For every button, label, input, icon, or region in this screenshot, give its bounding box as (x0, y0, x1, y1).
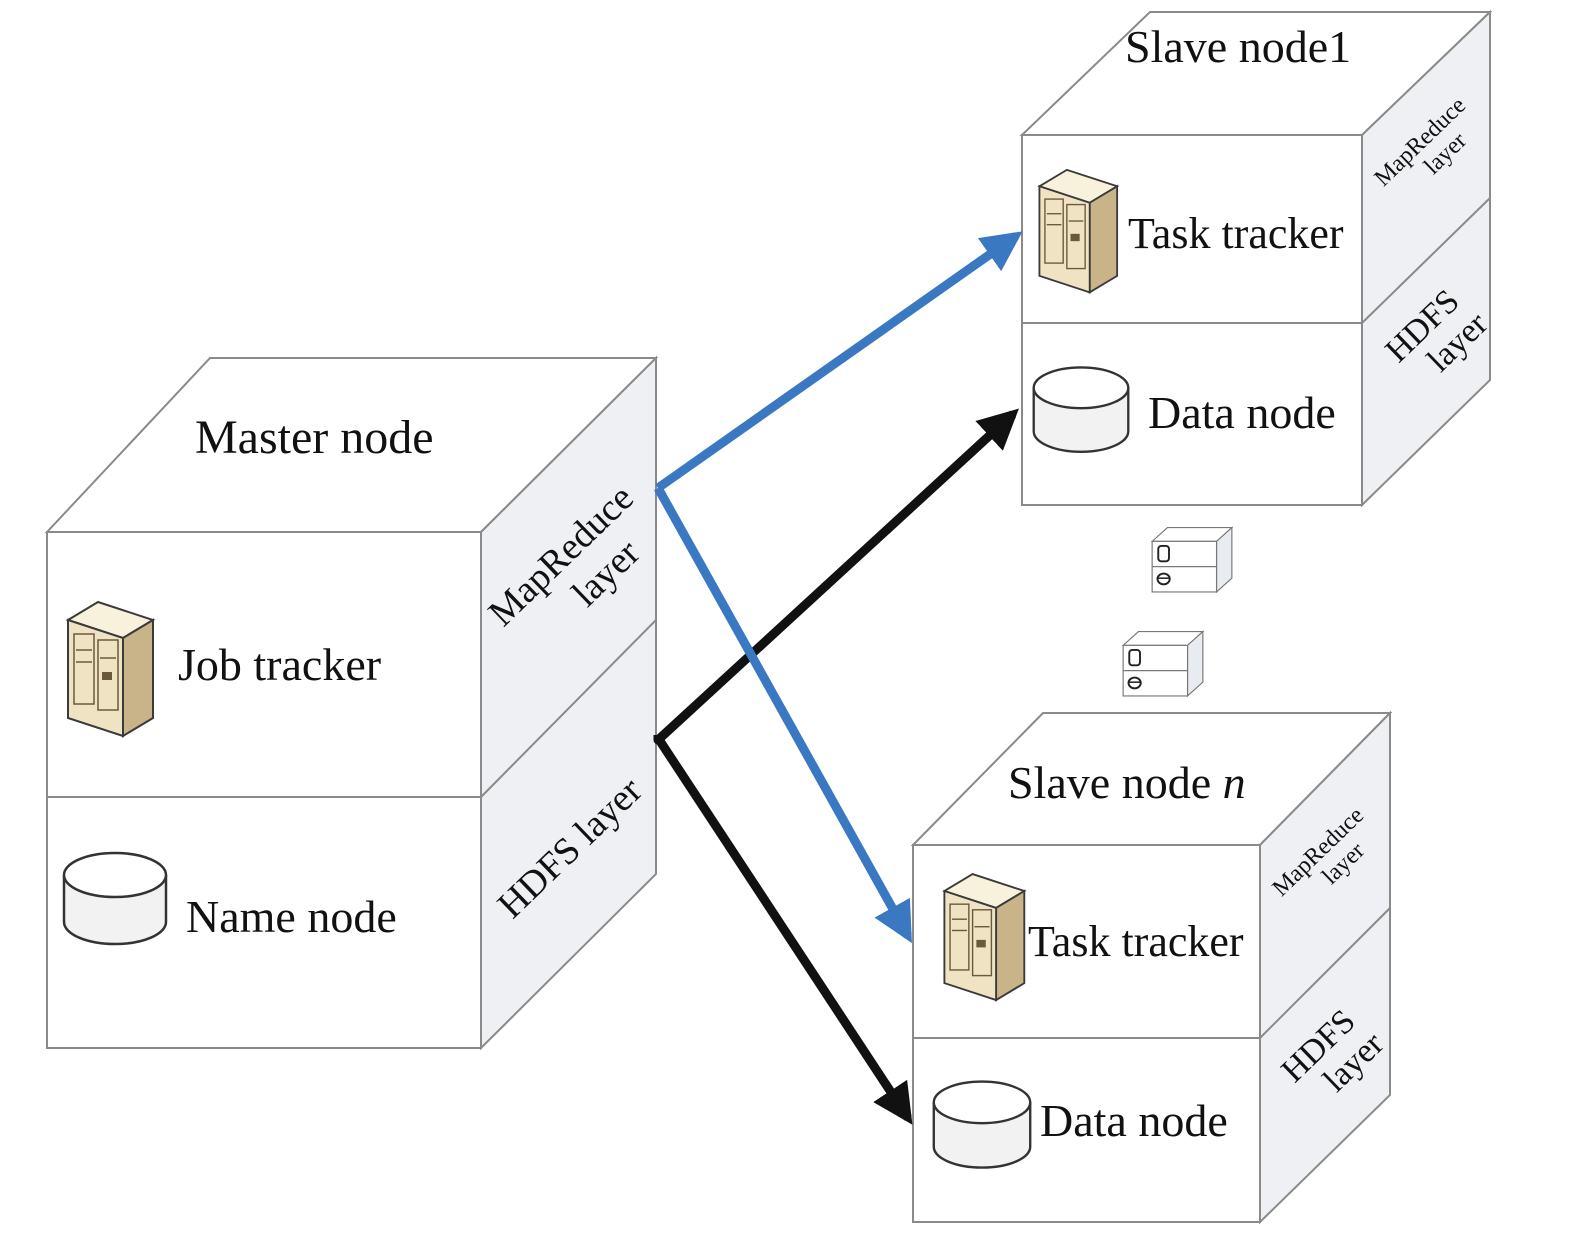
slave-node-1-title: Slave node1 (1125, 21, 1351, 72)
slave-node-n-title-prefix: Slave node (1008, 757, 1223, 808)
mini-server-icon (1150, 526, 1234, 594)
slaven-task-tracker-label: Task tracker (1028, 917, 1244, 966)
slave-node-1-box: Slave node1 Task tracker Data node MapRe… (1019, 9, 1495, 508)
server-tower-icon (943, 873, 1026, 1001)
name-node-label: Name node (186, 891, 397, 942)
connection-arrows (653, 231, 1023, 1125)
database-disk-icon (932, 1080, 1032, 1169)
database-disk-icon (62, 851, 168, 946)
database-disk-icon (1032, 366, 1130, 454)
job-tracker-label: Job tracker (178, 639, 381, 690)
slave-node-n-box: Slave node n Task tracker Data node MapR… (910, 710, 1393, 1225)
slave-node-n-title-italic: n (1223, 757, 1246, 808)
server-tower-icon (1038, 168, 1119, 294)
mapreduce-arrow-to-slave1 (655, 231, 1023, 492)
slaven-data-node-label: Data node (1040, 1095, 1228, 1146)
master-node-title: Master node (195, 411, 434, 464)
slave1-data-node-label: Data node (1148, 387, 1336, 438)
master-node-box: Master node Job tracker Name node MapRed… (44, 355, 659, 1051)
mini-server-icon (1121, 630, 1205, 698)
server-tower-icon (67, 601, 154, 737)
hdfs-arrow-to-slaven (654, 735, 913, 1125)
slave-node-n-title: Slave node n (1008, 757, 1246, 808)
slave1-task-tracker-label: Task tracker (1128, 209, 1344, 258)
mapreduce-arrow-to-slaven (654, 485, 912, 944)
